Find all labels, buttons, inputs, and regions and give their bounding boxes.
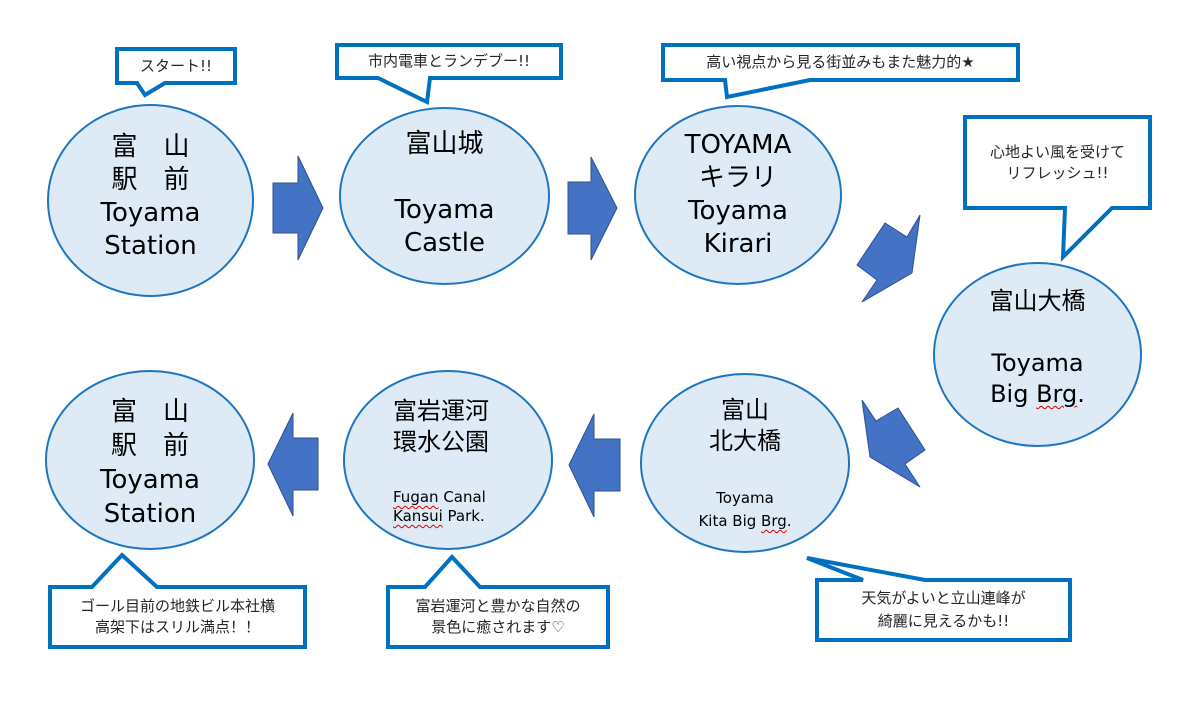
stop-name-ja: 富 山: [111, 132, 190, 162]
stop-toyama-kita-big-bridge: 富山 北大橋 Toyama Kita Big Brg.: [640, 373, 850, 553]
stop-toyama-station-goal: 富 山 駅 前 Toyama Station: [45, 370, 255, 550]
callout-line: 景色に癒されます♡: [431, 618, 565, 636]
text-segment: Canal: [438, 488, 486, 506]
stop-name-ja: 北大橋: [709, 427, 781, 455]
stop-toyama-big-bridge: 富山大橋 Toyama Big Brg.: [933, 262, 1142, 447]
callout-line: 高架下はスリル満点！！: [94, 618, 260, 636]
spellcheck-flagged-word: Kansui: [393, 507, 443, 525]
callout-line: 市内電車とランデブー!!: [367, 52, 531, 70]
callout-kita-big-bridge: 天気がよいと立山連峰が 綺麗に見えるかも!!: [817, 580, 1070, 640]
callout-bubble-kirari: [661, 43, 1020, 100]
stop-name-en: Toyama: [991, 349, 1084, 377]
stop-name-en: Station: [103, 499, 197, 529]
callout-line: 綺麗に見えるかも!!: [877, 612, 1010, 630]
blank-line: [341, 161, 548, 194]
callout-start: スタート!!: [117, 49, 235, 83]
spellcheck-flagged-word: Fugan: [393, 488, 439, 506]
stop-name-en: Toyama: [100, 198, 201, 228]
stop-name-ja: 富岩運河: [393, 397, 489, 425]
stop-name-en: Toyama: [100, 465, 200, 495]
callout-bubble-big-bridge: [963, 115, 1152, 263]
stop-name-en: Kirari: [703, 229, 773, 259]
stop-name-en: Toyama: [688, 196, 788, 226]
callout-bubble-castle: [335, 43, 563, 106]
stop-name-en: Toyama: [716, 489, 774, 507]
text-segment: .: [1077, 380, 1085, 408]
stop-name-ja: キラリ: [698, 163, 777, 193]
callout-line: 心地よい風を受けて: [989, 143, 1125, 161]
text-segment: Big: [990, 380, 1037, 408]
arrow-left-icon: [568, 413, 621, 518]
callout-line: スタート!!: [139, 56, 213, 75]
callout-line: 高い視点から見る街並みもまた魅力的★: [706, 53, 975, 71]
callout-kirari: 高い視点から見る街並みもまた魅力的★: [663, 45, 1018, 80]
arrow-right-icon: [567, 156, 618, 261]
callout-bubble-goal: [48, 552, 307, 649]
stop-name-ja: 駅 前: [110, 431, 189, 461]
stop-toyama-castle: 富山城 Toyama Castle: [339, 107, 550, 285]
stop-name-en: Fugan Canal: [393, 488, 551, 507]
stop-name-ja: 環水公園: [393, 428, 489, 456]
stop-name-ja: 富 山: [110, 397, 189, 427]
stop-name-ja: 駅 前: [111, 165, 190, 195]
arrow-down-left-icon: [861, 399, 926, 488]
stop-name-ja: 富山城: [405, 129, 484, 159]
callout-line: 天気がよいと立山連峰が: [861, 589, 1026, 607]
stop-name-en: Toyama: [394, 195, 495, 225]
callout-line: 富岩運河と豊かな自然の: [415, 597, 581, 615]
stop-name-en: Kita Big Brg.: [642, 510, 848, 533]
text-segment: .: [786, 512, 792, 530]
stop-name-en: Big Brg.: [935, 379, 1140, 410]
stop-name-ja: 富山大橋: [989, 287, 1086, 315]
blank-line: [935, 317, 1140, 348]
callout-castle: 市内電車とランデブー!!: [337, 45, 561, 78]
stop-fugan-canal-kansui-park: 富岩運河 環水公園 Fugan Canal Kansui Park.: [343, 370, 553, 550]
arrow-right-icon: [272, 155, 324, 261]
callout-line: ゴール目前の地鉄ビル本社横: [79, 597, 275, 615]
stop-name-en: Kansui Park.: [393, 507, 551, 526]
stop-name-en: Station: [104, 231, 197, 261]
stop-name-ja: 富山: [721, 396, 769, 424]
arrow-down-right-icon: [856, 214, 921, 303]
callout-bubble-kita-big-bridge: [806, 556, 1072, 642]
callout-line: リフレッシュ!!: [1006, 164, 1109, 182]
stop-name-en: Castle: [403, 228, 486, 258]
arrow-left-icon: [267, 412, 319, 517]
callout-fugan-canal: 富岩運河と豊かな自然の 景色に癒されます♡: [388, 587, 608, 647]
spellcheck-flagged-word: Brg: [1036, 380, 1078, 408]
text-segment: Kita Big: [698, 512, 762, 530]
stop-toyama-kirari: TOYAMA キラリ Toyama Kirari: [634, 105, 842, 285]
text-segment: Park.: [442, 507, 485, 525]
stop-toyama-station-start: 富 山 駅 前 Toyama Station: [47, 104, 254, 297]
spellcheck-flagged-word: Brg: [761, 512, 787, 530]
callout-goal: ゴール目前の地鉄ビル本社横 高架下はスリル満点！！: [50, 587, 305, 647]
callout-big-bridge: 心地よい風を受けて リフレッシュ!!: [965, 142, 1150, 186]
callout-bubble-fugan-canal: [386, 554, 610, 649]
stop-name-ja: TOYAMA: [684, 130, 792, 160]
callout-bubble-start: [115, 47, 237, 98]
